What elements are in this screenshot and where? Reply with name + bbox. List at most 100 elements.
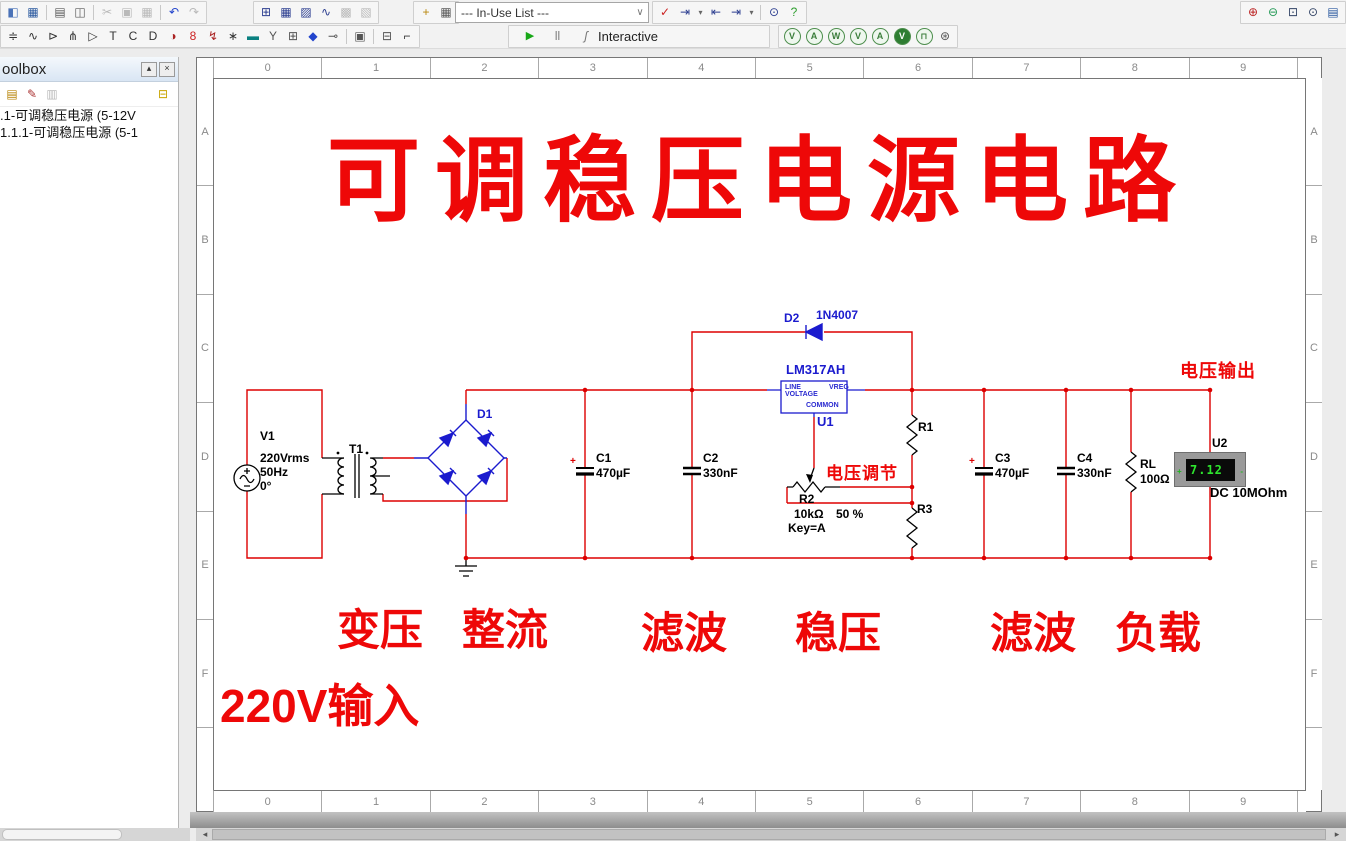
design-toolbox-icon[interactable]: ⊞: [260, 5, 272, 19]
d2-ref-label[interactable]: D2: [784, 311, 800, 325]
c4-value-label[interactable]: 330nF: [1077, 466, 1112, 480]
u1-part-label[interactable]: LM317AH: [786, 362, 846, 377]
power-probe-icon[interactable]: W: [827, 28, 845, 45]
print-icon[interactable]: ▤: [54, 5, 66, 19]
place-basic-icon[interactable]: ∿: [27, 29, 39, 43]
export-icon[interactable]: ⇥: [679, 5, 691, 19]
toolbox-pin-button[interactable]: ▴: [141, 61, 157, 77]
database-manager-icon[interactable]: ▨: [300, 5, 312, 19]
run-simulation-button[interactable]: ▶: [525, 30, 535, 42]
scroll-right-arrow[interactable]: ▸: [1334, 829, 1340, 839]
undo-icon[interactable]: ↶: [168, 5, 180, 19]
d1-ref-label[interactable]: D1: [477, 407, 493, 421]
d1-bridge-symbol[interactable]: [414, 404, 507, 514]
voltage-probe-icon[interactable]: V: [783, 28, 801, 45]
toolbox-tree-item[interactable]: 1.1.1-可调稳压电源 (5-1: [0, 125, 138, 140]
r2-value-label[interactable]: 10kΩ: [794, 507, 824, 521]
d2-diode-symbol[interactable]: [804, 322, 823, 342]
t1-ref-label[interactable]: T1: [349, 442, 364, 456]
back-annotate-icon[interactable]: ⇤: [710, 5, 722, 19]
find-icon[interactable]: ⊙: [768, 5, 780, 19]
place-misc-digital-icon[interactable]: D: [148, 29, 158, 43]
zoom-in-icon[interactable]: ⊕: [1247, 5, 1259, 19]
interactive-mode-selector[interactable]: Interactive: [598, 29, 658, 44]
place-indicator-icon[interactable]: 8: [189, 29, 197, 43]
save-icon[interactable]: ▦: [27, 5, 39, 19]
capacitor-symbols[interactable]: [576, 466, 1075, 476]
probe-settings-icon[interactable]: ⊛: [939, 29, 951, 43]
c4-ref-label[interactable]: C4: [1077, 451, 1093, 465]
zoom-out-icon[interactable]: ⊖: [1267, 5, 1279, 19]
c3-ref-label[interactable]: C3: [995, 451, 1011, 465]
r2-ref-label[interactable]: R2: [799, 492, 815, 506]
u2-ref-label[interactable]: U2: [1212, 436, 1228, 450]
forward-annotate-icon[interactable]: ⇥: [730, 5, 742, 19]
erc-check-icon[interactable]: ✓: [659, 5, 671, 19]
place-rf-icon[interactable]: Y: [268, 29, 277, 43]
voltage-current-probe-icon[interactable]: A: [871, 28, 889, 45]
ground-symbol[interactable]: [455, 558, 477, 577]
reference-probe-icon[interactable]: V: [893, 28, 911, 45]
place-analog-icon[interactable]: ▷: [88, 29, 98, 43]
u2-mode-label[interactable]: DC 10MOhm: [1210, 485, 1288, 500]
new-icon[interactable]: ◧: [7, 5, 19, 19]
u2-multimeter[interactable]: + 7.12 -: [1174, 452, 1246, 487]
wires[interactable]: [246, 331, 1211, 559]
export-menu-icon[interactable]: ▾: [698, 8, 703, 17]
place-advanced-peripherals-icon[interactable]: ▬: [247, 29, 259, 43]
u1-ref-label[interactable]: U1: [817, 414, 834, 429]
place-cmos-icon[interactable]: C: [128, 29, 138, 43]
grapher-icon[interactable]: ∿: [320, 5, 332, 19]
in-use-list-dropdown[interactable]: --- In-Use List --- ∨: [455, 2, 649, 23]
digital-probe-icon[interactable]: ⊓: [915, 28, 933, 45]
place-ni-component-icon[interactable]: ◆: [308, 29, 318, 43]
place-misc-icon[interactable]: ∗: [227, 29, 239, 43]
help-icon[interactable]: ?: [790, 5, 798, 19]
scroll-left-arrow[interactable]: ◂: [202, 829, 208, 839]
horizontal-scrollbar[interactable]: ◂ ▸: [196, 828, 1346, 841]
r2-key-label[interactable]: Key=A: [788, 521, 826, 535]
place-diode-icon[interactable]: ⊳: [47, 29, 59, 43]
place-bus-icon[interactable]: ⌐: [403, 29, 411, 43]
t1-transformer-symbol[interactable]: [322, 451, 390, 498]
pause-simulation-button[interactable]: ‖: [554, 29, 561, 43]
place-electromech-icon[interactable]: ⊞: [287, 29, 299, 43]
place-mcu-icon[interactable]: ▣: [354, 29, 366, 43]
create-component-icon[interactable]: +: [422, 5, 430, 19]
c2-value-label[interactable]: 330nF: [703, 466, 738, 480]
toolbox-tree-item[interactable]: .1-可调稳压电源 (5-12V: [0, 108, 136, 123]
c2-ref-label[interactable]: C2: [703, 451, 719, 465]
zoom-fit-icon[interactable]: ⊙: [1307, 5, 1319, 19]
new-sheet-icon[interactable]: ▤: [6, 86, 18, 101]
place-source-icon[interactable]: ≑: [7, 29, 19, 43]
rl-ref-label[interactable]: RL: [1140, 457, 1156, 471]
place-transistor-icon[interactable]: ⋔: [67, 29, 79, 43]
r3-ref-label[interactable]: R3: [917, 502, 933, 516]
r2-setting-label[interactable]: 50 %: [836, 507, 864, 521]
r1-ref-label[interactable]: R1: [918, 420, 934, 434]
place-hierarchical-block-icon[interactable]: ⊟: [381, 29, 393, 43]
schematic-canvas[interactable]: [213, 78, 1305, 790]
spreadsheet-view-icon[interactable]: ▦: [280, 5, 292, 19]
edit-sheet-icon[interactable]: ✎: [26, 86, 38, 101]
u1-regulator-symbol[interactable]: [767, 380, 865, 417]
toolbox-scrollbar-thumb[interactable]: [2, 829, 122, 840]
zoom-area-icon[interactable]: ⊡: [1287, 5, 1299, 19]
toolbox-scrollbar[interactable]: [0, 828, 190, 841]
place-mixed-icon[interactable]: ◑: [169, 29, 177, 43]
recent-files-icon[interactable]: ⊟: [157, 86, 169, 101]
v1-source-symbol[interactable]: [233, 464, 261, 492]
v1-phase-label[interactable]: 0°: [260, 479, 272, 493]
d2-part-label[interactable]: 1N4007: [816, 308, 859, 322]
place-power-icon[interactable]: ↯: [207, 29, 219, 43]
c3-value-label[interactable]: 470µF: [995, 466, 1030, 480]
place-ttl-icon[interactable]: T: [109, 29, 117, 43]
toolbox-close-button[interactable]: ×: [159, 61, 175, 77]
current-probe-icon[interactable]: A: [805, 28, 823, 45]
differential-voltage-probe-icon[interactable]: V: [849, 28, 867, 45]
v1-freq-label[interactable]: 50Hz: [260, 465, 289, 479]
print-preview-icon[interactable]: ◫: [74, 5, 86, 19]
v1-ref-label[interactable]: V1: [260, 429, 275, 443]
rl-value-label[interactable]: 100Ω: [1140, 472, 1170, 486]
component-wizard-icon[interactable]: ▦: [440, 5, 452, 19]
